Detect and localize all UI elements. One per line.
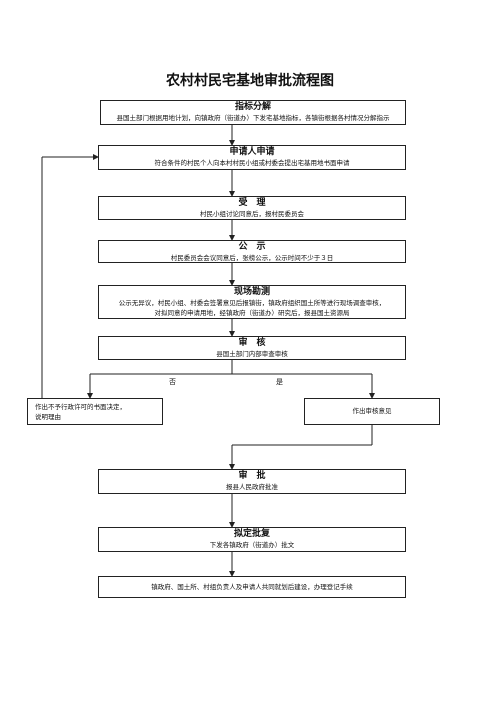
step-approval: 审 批 报县人民政府批准: [98, 469, 406, 494]
approve-text: 作出审核意见: [352, 407, 392, 415]
step-title: 审 核: [238, 338, 266, 348]
step-title: 审 批: [238, 471, 266, 481]
reject-text: 作出不予行政许可的书面决定，: [35, 403, 126, 411]
step-desc: 镇政府、国土所、村组负责人及申请人共同就划后建设，办理登记手续: [151, 583, 353, 591]
step-desc: 对拟同意的申请用地，经镇政府（街道办）研究后，报县国土资源局: [154, 309, 350, 317]
step-desc: 公示无异议，村民小组、村委会签署意见后报镇街，镇政府组织国土所等进行现场调查审核…: [118, 299, 386, 307]
approve-opinion-box: 作出审核意见: [304, 398, 440, 425]
step-applicant-application: 申请人申请 符合条件的村民个人向本村村民小组或村委会提出宅基用地书面申请: [98, 145, 406, 170]
step-title: 公 示: [238, 242, 266, 252]
page-title: 农村村民宅基地审批流程图: [166, 73, 334, 89]
step-registration: 镇政府、国土所、村组负责人及申请人共同就划后建设，办理登记手续: [98, 576, 406, 598]
reject-decision-box: 作出不予行政许可的书面决定， 说明理由: [27, 398, 163, 425]
step-desc: 报县人民政府批准: [226, 483, 278, 491]
step-desc: 村民委员会会议同意后，张榜公示，公示时间不少于３日: [170, 254, 334, 262]
branch-no-label: 否: [169, 378, 176, 386]
step-desc: 下发各镇政府（街道办）批文: [209, 541, 295, 549]
step-title: 现场勘测: [233, 287, 270, 297]
step-acceptance: 受 理 村民小组讨论同意后，报村民委员会: [98, 196, 406, 220]
step-draft-reply: 拟定批复 下发各镇政府（街道办）批文: [98, 527, 406, 552]
step-site-survey: 现场勘测 公示无异议，村民小组、村委会签署意见后报镇街，镇政府组织国土所等进行现…: [98, 285, 406, 319]
step-desc: 县国土部门根据用地计划，向镇政府（街道办）下发宅基地指标，各镇街根据各村情况分解…: [116, 114, 390, 122]
step-desc: 村民小组讨论同意后，报村民委员会: [200, 210, 304, 218]
step-desc: 符合条件的村民个人向本村村民小组或村委会提出宅基用地书面申请: [154, 159, 350, 167]
step-title: 受 理: [238, 198, 266, 208]
step-title: 指标分解: [234, 102, 271, 112]
step-title: 申请人申请: [229, 147, 275, 157]
step-public-notice: 公 示 村民委员会会议同意后，张榜公示，公示时间不少于３日: [98, 240, 406, 263]
step-title: 拟定批复: [233, 529, 270, 539]
step-desc: 县国土部门内部审查审核: [216, 350, 288, 358]
step-indicator-allocation: 指标分解 县国土部门根据用地计划，向镇政府（街道办）下发宅基地指标，各镇街根据各…: [100, 100, 406, 125]
reject-text: 说明理由: [35, 413, 61, 421]
step-review: 审 核 县国土部门内部审查审核: [98, 336, 406, 360]
branch-yes-label: 是: [276, 378, 283, 386]
